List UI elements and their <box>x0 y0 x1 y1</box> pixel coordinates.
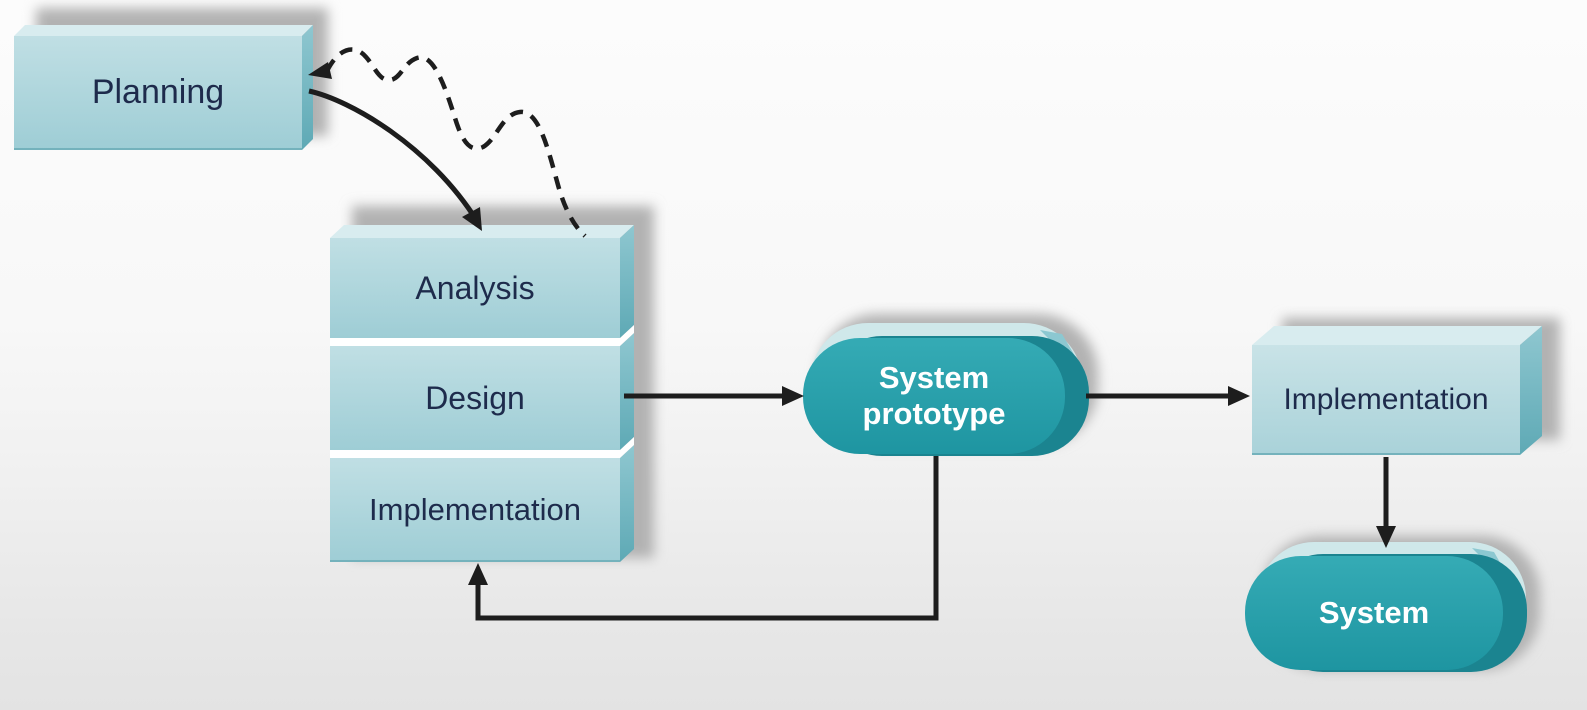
stack-implementation-front-face <box>330 458 620 562</box>
stack-front-gap-1 <box>330 338 620 346</box>
planning-box-top-face <box>14 25 313 36</box>
planning-to-stack-arrowhead <box>462 207 482 231</box>
stack-front-gap-2 <box>330 450 620 458</box>
dashed-wavy-arrowhead <box>308 62 332 79</box>
stack-implementation-side-face <box>620 445 634 562</box>
implementation-box-front-face <box>1252 345 1520 455</box>
system-prototype-front <box>803 338 1065 454</box>
prototype-feedback-arrowhead <box>468 563 488 585</box>
stack-analysis-side-face <box>620 225 634 338</box>
design-to-prototype-arrowhead <box>782 386 804 406</box>
stack-side-gap-1 <box>620 325 634 346</box>
implementation-box-top-face <box>1252 326 1542 345</box>
stack-top-face <box>330 225 634 238</box>
implementation-box-side-face <box>1520 326 1542 455</box>
stack-design-side-face <box>620 333 634 450</box>
planning-box-side-face <box>302 25 313 150</box>
system-prototype-label: System prototype <box>803 338 1065 454</box>
analysis-label: Analysis <box>415 269 535 306</box>
stack-design-front-face <box>330 346 620 450</box>
planning-box-front-face <box>14 36 302 150</box>
system-front <box>1245 556 1503 670</box>
prototype-to-implementation-arrowhead <box>1228 386 1250 406</box>
implementation-label: Implementation <box>1283 382 1489 416</box>
system-prototype-label-text: System prototype <box>862 360 1006 431</box>
system-label: System <box>1318 595 1430 631</box>
prototype-feedback-arrow-line <box>475 456 939 621</box>
planning-to-stack-arrow-line <box>308 88 480 223</box>
stack-analysis-front-face <box>330 238 620 338</box>
design-label: Design <box>425 379 525 416</box>
implementation-to-system-arrowhead <box>1376 526 1396 548</box>
stack-side-gap-2 <box>620 437 634 458</box>
stack-implementation-label: Implementation <box>369 492 581 528</box>
planning-label: Planning <box>91 73 225 112</box>
